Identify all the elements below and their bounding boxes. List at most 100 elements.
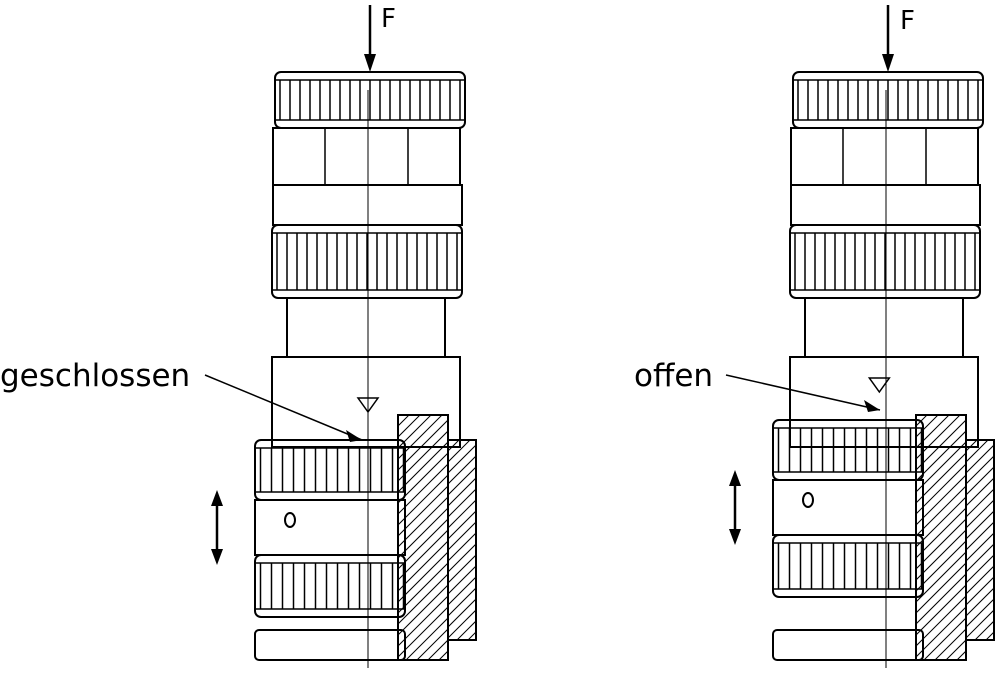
section-hatch-left-line [398, 430, 448, 482]
section-hatch-left [397, 414, 449, 661]
section-hatch-inner-right-lines [966, 440, 994, 640]
section-hatch-left-line [405, 617, 448, 660]
section-hatch-right-line [916, 573, 966, 625]
section-hatch-left-line [398, 606, 448, 658]
movement-arrow-left-head-down [211, 549, 223, 565]
section-hatch-inner-left-line [448, 576, 476, 606]
sleeve-hole-left [284, 512, 296, 528]
section-hatch-inner-left [447, 439, 477, 641]
section-hatch-inner-right-line [966, 466, 994, 496]
hex-nut-left [272, 127, 461, 186]
section-hatch-left-line [398, 507, 448, 559]
lower-ring-knurl-left [254, 439, 406, 501]
leader-line-left [204, 374, 363, 441]
section-hatch-inner-right-line [966, 587, 994, 617]
section-hatch-right-line [916, 529, 966, 581]
leader-line-right [725, 374, 881, 411]
force-label-left: F [381, 4, 396, 34]
section-hatch-left-line [398, 452, 448, 504]
marker-triangle-right [867, 377, 891, 394]
section-hatch-right-line [916, 419, 966, 471]
section-hatch-left-line [398, 415, 410, 427]
section-hatch-inner-left-line [448, 587, 476, 617]
valve-left [204, 5, 477, 668]
force-arrow-left-head [364, 54, 376, 72]
top-cap-knurl-right [792, 71, 984, 129]
bottom-ring-knurl-right [772, 534, 924, 598]
section-hatch-right-line [916, 415, 917, 416]
lower-ring-knurl-right-outline [772, 419, 924, 481]
section-hatch-inner-right-line [966, 598, 994, 628]
movement-arrow-left-head-up [211, 490, 223, 506]
section-hatch-inner-right-outline [965, 439, 995, 641]
movement-arrow-right-head-down [729, 529, 741, 545]
section-hatch-right [915, 414, 967, 661]
section-hatch-left-line [398, 496, 448, 548]
sleeve-band-right [772, 479, 924, 536]
section-hatch-right-line [916, 518, 966, 570]
section-hatch-inner-left-line [448, 598, 476, 628]
section-hatch-inner-right-line [966, 532, 994, 562]
section-hatch-inner-right [965, 439, 995, 641]
section-hatch-right-line [916, 496, 966, 548]
upper-ring-knurl-right [789, 224, 981, 299]
section-hatch-left-line [398, 441, 448, 493]
force-arrow-right-head [882, 54, 894, 72]
sleeve-hole-right [802, 492, 814, 508]
section-hatch-inner-left-line [448, 532, 476, 562]
section-hatch-inner-left-line [448, 499, 476, 529]
section-hatch-right-line [916, 415, 928, 427]
section-hatch-inner-left-outline [447, 439, 477, 641]
body-left [271, 356, 461, 448]
section-hatch-right-lines [916, 415, 966, 660]
section-hatch-right-line [916, 415, 961, 460]
neck-right [804, 297, 964, 358]
section-hatch-right-line [916, 415, 939, 438]
section-hatch-inner-right-line [966, 521, 994, 551]
flange-right [772, 629, 924, 661]
section-hatch-inner-left-line [467, 631, 476, 640]
lower-ring-knurl-right [772, 419, 924, 481]
section-hatch-right-line [923, 617, 966, 660]
upper-ring-knurl-left [271, 224, 463, 299]
section-hatch-inner-left-line [448, 455, 476, 485]
section-hatch-left-line [398, 419, 448, 471]
section-hatch-inner-left-line [448, 477, 476, 507]
section-hatch-left-line [398, 595, 448, 647]
section-hatch-inner-left-line [448, 554, 476, 584]
section-hatch-right-line [916, 452, 966, 504]
section-hatch-inner-right-line [966, 455, 994, 485]
section-hatch-inner-left-line [448, 488, 476, 518]
state-label-closed: geschlossen [0, 358, 191, 394]
section-hatch-left-line [398, 518, 448, 570]
section-hatch-inner-left-line [448, 565, 476, 595]
force-label-right: F [900, 6, 915, 36]
section-hatch-inner-left-line [456, 620, 476, 640]
bottom-ring-knurl-right-outline [772, 534, 924, 598]
section-hatch-left-line [398, 415, 432, 449]
lower-ring-knurl-left-outline [254, 439, 406, 501]
section-hatch-right-line [916, 595, 966, 647]
bottom-ring-knurl-left-outline [254, 554, 406, 618]
section-hatch-inner-left-line [448, 521, 476, 551]
hex-nut-right [790, 127, 979, 186]
state-label-open: offen [634, 358, 714, 394]
leader-arrow-left [346, 430, 362, 442]
section-hatch-left-line [416, 628, 448, 660]
top-cap-knurl-left [274, 71, 466, 129]
section-hatch-left-line [398, 415, 399, 416]
section-hatch-left-lines [398, 415, 448, 660]
section-hatch-left-line [398, 485, 448, 537]
section-hatch-left-line [398, 584, 448, 636]
body-right [789, 356, 979, 448]
leader-arrow-right [864, 400, 880, 412]
neck-left [286, 297, 446, 358]
movement-arrow-right-head-up [729, 470, 741, 486]
section-hatch-left-line [427, 639, 448, 660]
section-hatch-left-line [398, 415, 443, 460]
section-hatch-right-line [916, 584, 966, 636]
section-hatch-left-line [398, 415, 421, 438]
sleeve-band-left [254, 499, 406, 556]
valve-right [725, 5, 995, 668]
section-hatch-left-line [398, 573, 448, 625]
